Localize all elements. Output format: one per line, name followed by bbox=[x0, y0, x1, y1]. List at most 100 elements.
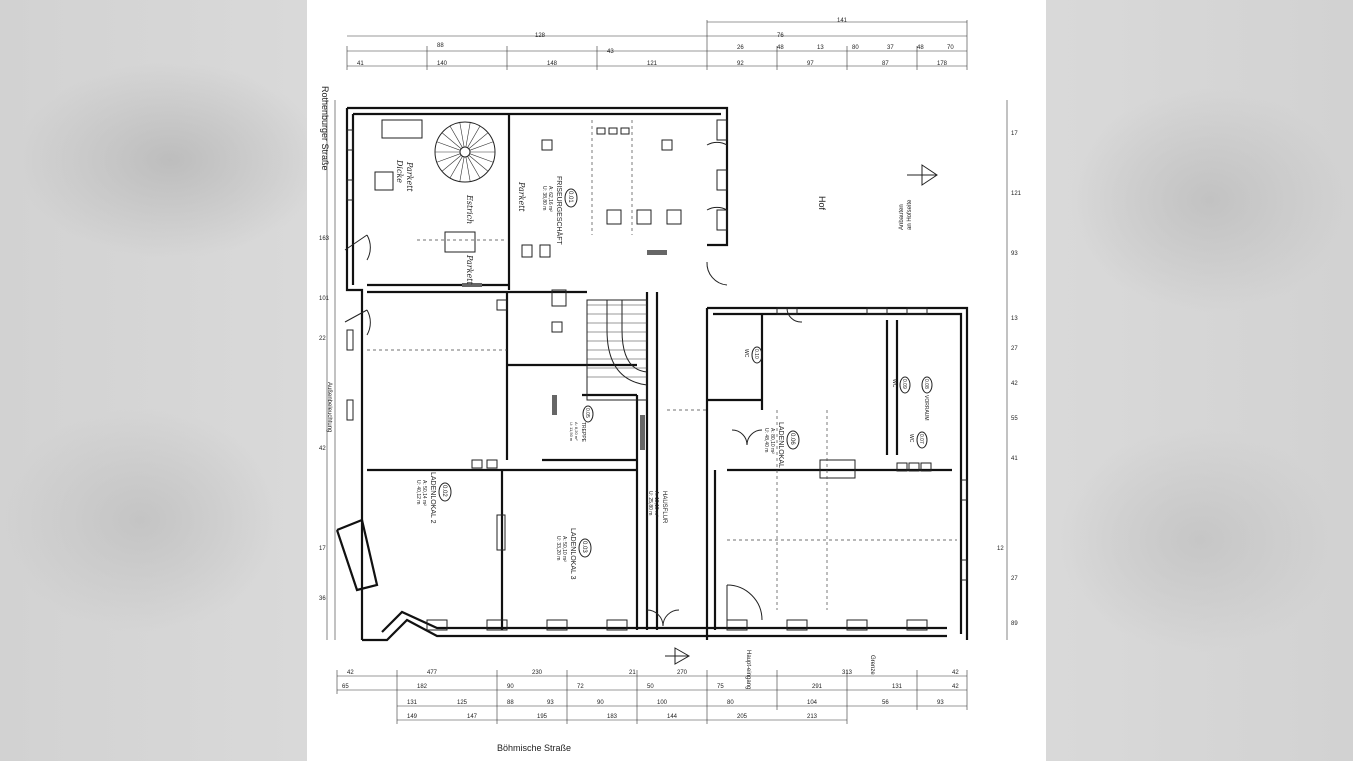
dim-left-3: 22 bbox=[319, 336, 326, 342]
dim-top-9: 121 bbox=[647, 61, 658, 67]
dim-top-19: 48 bbox=[917, 45, 924, 51]
dim-bot-3: 230 bbox=[532, 670, 543, 676]
room-label-0-05: 0.05 TREPPE A: 8,20 m² U: 11,50 m bbox=[569, 405, 594, 443]
room-label-0-08: 0.08 VORRAUM bbox=[921, 376, 933, 421]
dim-bot-12: 50 bbox=[647, 684, 654, 690]
svg-text:0.07: 0.07 bbox=[918, 434, 924, 444]
dim-bot-18: 125 bbox=[457, 700, 468, 706]
dim-top-1: 88 bbox=[437, 43, 444, 49]
street-west: Rothenburger Straße bbox=[320, 86, 330, 171]
spiral-staircase bbox=[434, 121, 496, 183]
boundary-note: Grenze bbox=[869, 655, 875, 675]
entrance-arrow-icon bbox=[665, 647, 691, 665]
dim-bot-13: 75 bbox=[717, 684, 724, 690]
dashed-outlines bbox=[367, 120, 957, 610]
dim-bot-11: 72 bbox=[577, 684, 584, 690]
dim-right-11: 89 bbox=[1011, 621, 1018, 627]
svg-text:U: 48,40 m: U: 48,40 m bbox=[763, 428, 769, 452]
dim-bot-22: 100 bbox=[657, 700, 668, 706]
svg-text:0.01: 0.01 bbox=[567, 191, 573, 203]
room-label-0-04: HAUSFLUR A: 19,10 m² U: 25,80 m bbox=[647, 491, 667, 524]
spiral-tread bbox=[459, 156, 465, 182]
svg-text:U: 11,50 m: U: 11,50 m bbox=[569, 422, 574, 442]
spiral-tread bbox=[441, 154, 462, 172]
svg-text:U: 25,80 m: U: 25,80 m bbox=[647, 491, 653, 515]
dim-top-20: 70 bbox=[947, 45, 954, 51]
dim-top-10: 92 bbox=[737, 61, 744, 67]
dim-bot-21: 90 bbox=[597, 700, 604, 706]
dim-bot-17: 131 bbox=[407, 700, 418, 706]
top-dimension-chain: 88 128 43 76 141 41 140 148 121 92 97 87… bbox=[346, 18, 968, 70]
right-dimension-chain: 17 121 93 13 27 42 55 41 12 27 89 bbox=[997, 100, 1022, 640]
dim-right-2: 121 bbox=[1011, 191, 1022, 197]
room-label-0-03: 0.03 LADENLOKAL 3 A: 50,10 m² U: 33,20 m bbox=[555, 528, 592, 580]
dim-top-3: 43 bbox=[607, 49, 614, 55]
dim-bot-32: 205 bbox=[737, 714, 748, 720]
dim-bot-5: 270 bbox=[677, 670, 688, 676]
handwritten-note-1: Dicke bbox=[395, 159, 404, 183]
north-arrow-icon bbox=[907, 164, 938, 186]
dim-right-3: 93 bbox=[1011, 251, 1018, 257]
room-label-0-09: 0.09 WC bbox=[891, 376, 911, 394]
dim-bot-25: 56 bbox=[882, 700, 889, 706]
hatched-walls bbox=[462, 250, 667, 450]
svg-text:A: 62,16 m²: A: 62,16 m² bbox=[547, 186, 553, 212]
dim-right-4: 13 bbox=[1011, 316, 1018, 322]
building-walls bbox=[335, 106, 969, 642]
main-staircase bbox=[586, 299, 648, 401]
dim-top-4: 76 bbox=[777, 33, 784, 39]
dim-top-14: 26 bbox=[737, 45, 744, 51]
svg-text:A: 50,10 m²: A: 50,10 m² bbox=[561, 536, 567, 562]
dim-right-9: 12 bbox=[997, 546, 1004, 552]
spiral-tread bbox=[469, 153, 494, 163]
room-label-0-06: 0.06 LADENLOKAL A: 80,10 m² U: 48,40 m bbox=[763, 422, 800, 468]
dim-bot-8: 65 bbox=[342, 684, 349, 690]
dim-top-7: 140 bbox=[437, 61, 448, 67]
dim-top-17: 80 bbox=[852, 45, 859, 51]
dim-bot-16: 42 bbox=[952, 684, 959, 690]
courtyard-note-2: an Hofseite bbox=[907, 199, 913, 230]
spiral-tread bbox=[459, 122, 465, 148]
svg-text:FRISEURGESCHÄFT: FRISEURGESCHÄFT bbox=[555, 176, 563, 246]
dim-right-1: 17 bbox=[1011, 131, 1018, 137]
dim-top-12: 87 bbox=[882, 61, 889, 67]
svg-text:A: 50,14 m²: A: 50,14 m² bbox=[421, 480, 427, 506]
floor-plan-drawing: 88 128 43 76 141 41 140 148 121 92 97 87… bbox=[319, 18, 1022, 753]
dim-right-8: 41 bbox=[1011, 456, 1018, 462]
svg-text:HAUSFLUR: HAUSFLUR bbox=[661, 491, 667, 524]
dim-bot-31: 144 bbox=[667, 714, 678, 720]
handwritten-note-4: Parkett bbox=[465, 254, 474, 285]
dim-bot-19: 88 bbox=[507, 700, 514, 706]
svg-text:LADENLOKAL 3: LADENLOKAL 3 bbox=[569, 528, 576, 580]
svg-text:A: 19,10 m²: A: 19,10 m² bbox=[653, 491, 659, 517]
spiral-tread bbox=[436, 141, 461, 151]
svg-text:A: 8,20 m²: A: 8,20 m² bbox=[574, 422, 579, 441]
left-dimension-chain: 163 101 22 42 17 36 bbox=[319, 100, 336, 640]
dim-bot-24: 104 bbox=[807, 700, 818, 706]
dim-top-11: 97 bbox=[807, 61, 814, 67]
dim-right-7: 55 bbox=[1011, 416, 1018, 422]
handwritten-note-2: Parkett bbox=[405, 161, 414, 192]
dim-bot-15: 131 bbox=[892, 684, 903, 690]
svg-text:0.10: 0.10 bbox=[753, 349, 759, 359]
dim-left-2: 101 bbox=[319, 296, 330, 302]
spiral-tread bbox=[468, 132, 489, 150]
dim-bot-7: 42 bbox=[952, 670, 959, 676]
dim-right-6: 42 bbox=[1011, 381, 1018, 387]
spiral-tread bbox=[467, 125, 481, 148]
spiral-tread bbox=[449, 156, 463, 179]
entrance-note: Haupt-eingang bbox=[745, 650, 751, 689]
room-label-0-02: 0.02 LADENLOKAL 2 A: 50,14 m² U: 40,12 m bbox=[415, 472, 452, 524]
svg-text:WC: WC bbox=[891, 379, 897, 388]
dim-left-4: 42 bbox=[319, 446, 326, 452]
courtyard-label: Hof bbox=[817, 196, 827, 211]
door-swings bbox=[344, 141, 803, 627]
dim-top-18: 37 bbox=[887, 45, 894, 51]
dim-bot-6: 313 bbox=[842, 670, 853, 676]
svg-text:0.03: 0.03 bbox=[581, 541, 587, 553]
sidewalk-note: Außenbeleuchtung bbox=[326, 382, 332, 432]
svg-text:U: 38,80 m: U: 38,80 m bbox=[541, 186, 547, 210]
dim-bot-28: 147 bbox=[467, 714, 478, 720]
svg-text:0.06: 0.06 bbox=[789, 433, 795, 445]
dim-bot-29: 195 bbox=[537, 714, 548, 720]
